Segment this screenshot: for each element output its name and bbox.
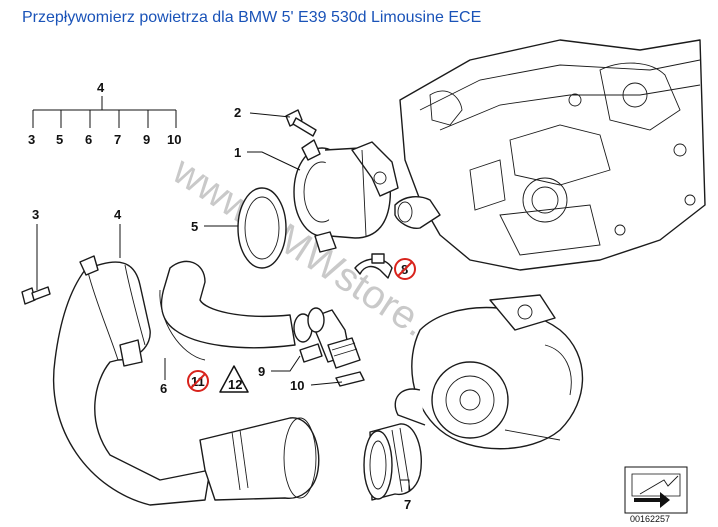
bolt-illustration [285, 109, 317, 137]
callout-7: 7 [404, 497, 411, 512]
warning-triangle-icon: 12 [219, 365, 249, 393]
callout-2: 2 [234, 105, 241, 120]
screw-illustration [21, 286, 51, 305]
callout-4-group: 4 [97, 80, 105, 95]
intake-pipe-illustration [53, 255, 320, 506]
callout-labels: 4 3 5 6 7 9 10 2 1 5 3 4 6 9 10 7 [28, 80, 411, 512]
page-title: Przepływomierz powietrza dla BMW 5' E39 … [22, 9, 482, 26]
not-available-8-icon: 8 [394, 258, 416, 280]
hose-clamp-illustration [354, 253, 393, 279]
diagram-code: 00162257 [630, 514, 670, 524]
gasket-illustration [335, 371, 365, 387]
callout-3-group: 3 [28, 132, 35, 147]
diagram-reference-box: 00162257 [624, 466, 688, 524]
callout-9: 9 [258, 364, 265, 379]
callout-6: 6 [160, 381, 167, 396]
callout-9-group: 9 [143, 132, 150, 147]
callout-5: 5 [191, 219, 198, 234]
not-available-11-icon: 11 [187, 370, 209, 392]
seal-ring-illustration [237, 187, 287, 269]
turbocharger-illustration [394, 294, 584, 450]
callout-1: 1 [234, 145, 241, 160]
elbow-connector-illustration [299, 307, 361, 369]
callout-3: 3 [32, 207, 39, 222]
sleeve-illustration [363, 423, 422, 501]
engine-block-illustration [394, 39, 706, 271]
callout-5-group: 5 [56, 132, 63, 147]
callout-7-group: 7 [114, 132, 121, 147]
rubber-hose-illustration [159, 260, 313, 361]
callout-6-group: 6 [85, 132, 92, 147]
hazard-label: 12 [228, 377, 242, 392]
leader-lines [32, 96, 410, 492]
callout-10: 10 [290, 378, 304, 393]
air-flow-meter-illustration [293, 139, 399, 253]
callout-4: 4 [114, 207, 122, 222]
callout-10-group: 10 [167, 132, 181, 147]
